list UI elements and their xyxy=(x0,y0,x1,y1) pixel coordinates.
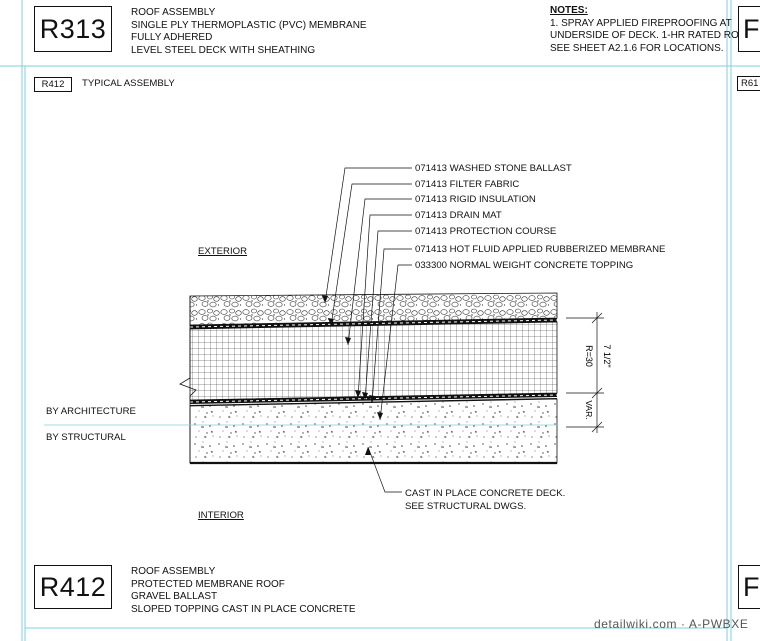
top-assembly-line: ROOF ASSEMBLY xyxy=(131,7,216,18)
exterior-label: EXTERIOR xyxy=(198,246,248,257)
callout-arrowheads xyxy=(322,295,383,455)
notes-block: NOTES: 1. SPRAY APPLIED FIREPROOFING AT … xyxy=(550,5,754,55)
by-structural-label: BY STRUCTURAL xyxy=(46,432,126,443)
rigid-insulation-layer xyxy=(189,321,558,401)
notes-line: SEE SHEET A2.1.6 FOR LOCATIONS. xyxy=(550,42,724,54)
callout-concrete-topping: 033300 NORMAL WEIGHT CONCRETE TOPPING xyxy=(415,260,634,271)
dimension-r-value: R=30 xyxy=(584,345,594,367)
dimension-insulation-thickness: 7 1/2" xyxy=(602,344,612,367)
top-assembly-line: FULLY ADHERED xyxy=(131,32,213,43)
concrete-layer xyxy=(189,398,558,464)
detail-tag: R412 xyxy=(34,77,72,92)
top-assembly-description: ROOF ASSEMBLY SINGLE PLY THERMOPLASTIC (… xyxy=(131,7,367,57)
callout-protection-course: 071413 PROTECTION COURSE xyxy=(415,226,557,237)
bottom-assembly-line: PROTECTED MEMBRANE ROOF xyxy=(131,578,285,590)
bottom-assembly-line: SLOPED TOPPING CAST IN PLACE CONCRETE xyxy=(131,603,356,615)
dimension-lines xyxy=(566,312,604,433)
notes-line: UNDERSIDE OF DECK. 1-HR RATED ROOF. xyxy=(550,30,755,41)
detail-title: TYPICAL ASSEMBLY xyxy=(82,78,175,89)
next-detail-tag-partial: R61 xyxy=(737,76,760,91)
bottom-assembly-id: R412 xyxy=(34,565,112,609)
callout-rigid-insulation: 071413 RIGID INSULATION xyxy=(415,194,536,205)
break-line xyxy=(179,296,197,463)
next-detail-id-bottom-partial: F xyxy=(738,565,760,609)
top-assembly-line: SINGLE PLY THERMOPLASTIC (PVC) MEMBRANE xyxy=(131,19,367,31)
watermark: detailwiki.com · A-PWBXE xyxy=(594,617,749,631)
filter-fabric-layer xyxy=(190,318,557,329)
callout-membrane: 071413 HOT FLUID APPLIED RUBBERIZED MEMB… xyxy=(415,244,666,255)
next-detail-id-partial: F xyxy=(738,6,760,52)
top-assembly-line: LEVEL STEEL DECK WITH SHEATHING xyxy=(131,44,316,56)
bottom-assembly-description: ROOF ASSEMBLY PROTECTED MEMBRANE ROOF GR… xyxy=(131,566,356,616)
by-architecture-label: BY ARCHITECTURE xyxy=(46,406,136,417)
callout-concrete-deck: CAST IN PLACE CONCRETE DECK. SEE STRUCTU… xyxy=(405,487,565,513)
bottom-assembly-line: GRAVEL BALLAST xyxy=(131,591,218,602)
interior-label: INTERIOR xyxy=(198,510,244,521)
notes-title: NOTES: xyxy=(550,5,588,16)
callout-washed-stone-ballast: 071413 WASHED STONE BALLAST xyxy=(415,163,572,174)
deck-note-line: CAST IN PLACE CONCRETE DECK. xyxy=(405,488,566,499)
callout-leaders xyxy=(324,167,412,493)
callout-drain-mat: 071413 DRAIN MAT xyxy=(415,210,502,221)
deck-note-line: SEE STRUCTURAL DWGS. xyxy=(405,501,527,512)
bottom-assembly-line: ROOF ASSEMBLY xyxy=(131,566,216,577)
membrane-line xyxy=(189,398,558,406)
dimension-variable: VAR. xyxy=(584,400,594,419)
top-assembly-id: R313 xyxy=(34,6,112,52)
callout-filter-fabric: 071413 FILTER FABRIC xyxy=(415,179,520,190)
notes-line: 1. SPRAY APPLIED FIREPROOFING AT xyxy=(550,17,732,29)
